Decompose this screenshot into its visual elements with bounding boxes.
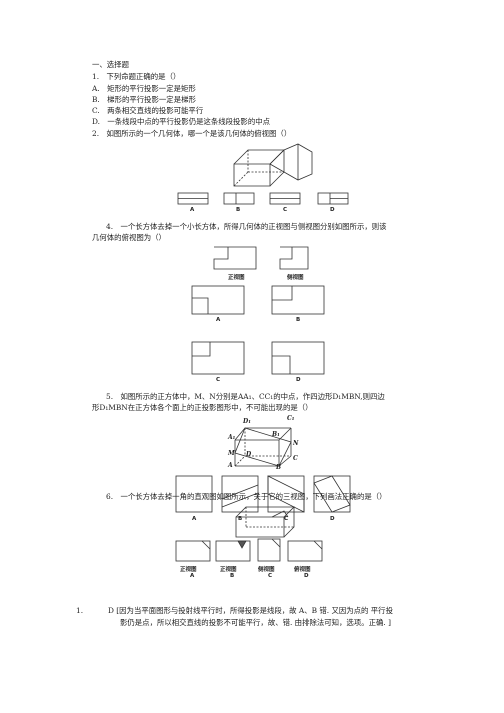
q6-choice-label-d: D (304, 573, 309, 579)
q4-front-label: 正视图 (228, 275, 245, 281)
answer-number: 1. (76, 606, 84, 615)
q4-choice-c-cut (192, 342, 211, 357)
answer-line2: 影仍是点，所以相交直线的投影不可能平行，故、错. 由排除法可知，选项。正确. ] (120, 618, 391, 627)
q2-label-b: B (236, 207, 241, 213)
q4-choice-figures (191, 285, 325, 375)
q5-cube-edge-a1d1 (234, 427, 246, 441)
q5-choice-a-square (175, 475, 213, 513)
section-title: 一、选择题 (92, 60, 129, 69)
q6-choice-a-rect (175, 540, 211, 562)
q6-solid-cut-corner (271, 510, 289, 518)
q6-choice-b-rect (215, 540, 251, 562)
q2-solid-front-face (233, 163, 271, 187)
q5-stem-line1: 5. 如图所示的正方体中，M、N分别是AA₁、CC₁的中点，作四边形D₁MBN,… (106, 392, 385, 401)
q4-given-views (213, 246, 309, 270)
q5-label-d1: D₁ (243, 418, 251, 425)
q5-cube-edge-b1c1 (278, 427, 292, 441)
q5-choice-b-square (221, 475, 259, 513)
q5-choice-c-parallelogram (267, 475, 305, 513)
q2-solid-figure (233, 143, 313, 187)
q5-label-c1: C₁ (287, 415, 295, 422)
q5-label-choice-a: A (192, 516, 197, 522)
q2-solid-house-part (269, 143, 313, 181)
q2-label-d: D (330, 207, 335, 213)
q4-choice-d-rect (271, 341, 325, 375)
q6-choice-label-a: A (190, 573, 195, 579)
q6-solid-figure (235, 506, 295, 538)
q4-choice-c-rect (191, 341, 245, 375)
q2-label-a: A (190, 207, 195, 213)
q1-option-b: B. 梯形的平行投影一定是梯形 (92, 95, 196, 104)
q1-option-a: A. 矩形的平行投影一定是矩形 (92, 84, 196, 93)
q6-choice-figures (175, 538, 323, 562)
q6-view-label-a: 正视图 (180, 567, 197, 573)
q4-side-view (279, 246, 309, 270)
q5-choice-d-parallelogram (313, 475, 351, 513)
q5-label-a1: A₁ (228, 434, 236, 441)
q4-choice-a-cut (192, 297, 209, 314)
q6-choice-label-c: C (268, 573, 273, 579)
q6-choice-c-line (271, 538, 281, 548)
q5-choice-b-line-1 (221, 484, 259, 500)
q4-stem-line1: 4. 一个长方体去掉一个小长方体，所得几何体的正视图与侧视图分别如图所示，则该 (106, 222, 387, 231)
q5-label-choice-b: B (238, 516, 243, 522)
q4-side-label: 侧视图 (287, 275, 304, 281)
q5-label-m: M (228, 450, 235, 457)
q2-choice-b-rect (223, 192, 255, 205)
q5-cube-figure (234, 427, 292, 467)
q2-solid-hidden-edge-2 (233, 171, 249, 187)
q5-choice-figures (175, 475, 351, 513)
q5-cube-edge-ad (234, 455, 246, 467)
q5-label-a: A (228, 462, 233, 469)
q5-stem-line2: 形D₁MBN在正方体各个面上的正投影图形中，不可能出现的是（） (92, 403, 313, 412)
answer-line1: D [因为当平面图形与投射线平行时，所得投影是线段，故 A、B 错. 又因为点的… (108, 606, 393, 615)
q6-solid-side (283, 507, 295, 538)
q2-stem: 2. 如图所示的一个几何体，哪一个是该几何体的俯视图（） (92, 129, 292, 138)
q6-solid-top (235, 506, 295, 518)
q4-front-view (213, 246, 257, 270)
q5-label-c: C (293, 455, 298, 462)
q6-stem: 6. 一个长方体去掉一角的直观图如图所示，关于它的三视图，下列画法正确的是（） (106, 492, 387, 501)
q6-choice-label-b: B (230, 573, 235, 579)
q6-choice-b-mark (237, 540, 247, 549)
q5-label-choice-c: C (284, 516, 289, 522)
q5-label-b: B (276, 464, 282, 471)
q4-label-c: C (216, 377, 221, 383)
q6-view-label-c: 侧视图 (258, 567, 275, 573)
q4-label-a: A (216, 317, 221, 323)
q4-choice-d-cut (272, 355, 291, 374)
q5-quadrilateral-d1mbn (234, 427, 292, 467)
q1-option-c: C. 两条相交直线的投影可能平行 (92, 106, 204, 115)
q5-label-d: D (246, 451, 252, 458)
q6-choice-d-line (313, 540, 323, 550)
q4-label-b: B (296, 317, 301, 323)
q6-choice-d-rect (287, 540, 323, 562)
q4-choice-a-rect (191, 285, 245, 315)
q5-choice-b-line-2 (221, 492, 259, 508)
q6-choice-c-rect (257, 538, 281, 562)
q4-choice-b-cut (272, 286, 293, 301)
q6-view-label-d: 俯视图 (294, 567, 311, 573)
q5-label-choice-d: D (330, 516, 335, 522)
q2-choice-figures (177, 192, 349, 205)
q5-label-n: N (293, 440, 299, 447)
q6-view-label-b: 正视图 (220, 567, 237, 573)
q4-stem-line2: 几何体的俯视图为（） (92, 233, 166, 242)
q1-stem: 1. 下列命题正确的是（） (92, 72, 181, 81)
q6-choice-a-line (201, 540, 211, 550)
q2-label-c: C (283, 207, 288, 213)
q4-label-d: D (296, 377, 301, 383)
q5-cube-edge-bc (278, 455, 292, 467)
q5-label-b1: B₁ (272, 431, 280, 438)
q1-option-d: D. 一条线段中点的平行投影仍是这条线段投影的中点 (92, 117, 270, 126)
